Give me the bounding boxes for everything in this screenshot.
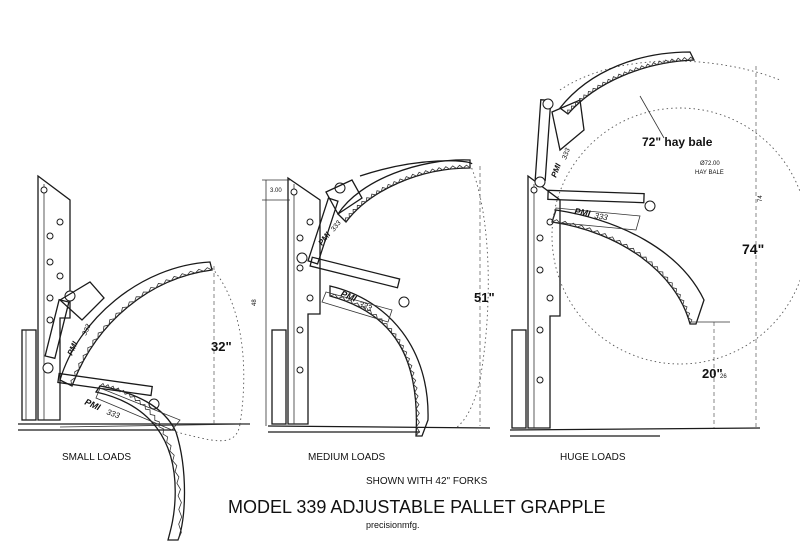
small-lower-tine-teeth [99, 382, 183, 541]
medium-small-dim-height: 48 [252, 299, 258, 306]
huge-lower-dimension: 20" [702, 366, 723, 381]
huge-upper-brand-mark: PMI [549, 162, 563, 179]
huge-total-dimension: 74" [742, 241, 764, 257]
huge-brand-mark: PMI [574, 206, 592, 219]
medium-loads-label: MEDIUM LOADS [308, 452, 386, 463]
hay-bale-note: HAY BALE [695, 170, 724, 176]
small-part-number: 333 [105, 407, 121, 420]
drawing-title: MODEL 339 ADJUSTABLE PALLET GRAPPLE [228, 497, 606, 517]
huge-lower-tine-teeth [551, 219, 693, 325]
small-loads-label: SMALL LOADS [62, 452, 131, 463]
huge-upper-tine-teeth [567, 56, 695, 115]
huge-upper-part-number: 333 [561, 147, 572, 160]
medium-small-dim-top: 3.00 [270, 188, 282, 194]
huge-part-number: 333 [594, 211, 609, 222]
huge-upper-tine-teeth-path [567, 56, 695, 115]
medium-lower-tine-teeth [329, 293, 420, 437]
small-tine-teeth [70, 267, 213, 387]
medium-lower-tine-teeth-path [329, 293, 420, 437]
huge-small-dim-lower: 26 [720, 374, 727, 380]
huge-loads-label: HUGE LOADS [560, 452, 626, 463]
hay-bale-callout: 72" hay bale [642, 135, 713, 149]
medium-loads-view: 3.00 48 51" PMI 333 PMI 333 MEDIUM LOADS [252, 159, 495, 463]
small-loads-view: 32" PMI 333 PMI 333 SMALL LOADS [18, 174, 251, 541]
huge-loads-view: 74" 20" 74 26 72" hay bale Ø72.00 HAY BA… [509, 51, 800, 463]
website-label: precisionmfg. [366, 520, 420, 530]
medium-tine-teeth-path [344, 164, 471, 223]
medium-dimension-label: 51" [474, 290, 495, 305]
medium-tine-teeth [344, 164, 471, 223]
huge-lower-tine-teeth-path [551, 219, 693, 325]
huge-small-dim-height: 74 [758, 195, 764, 202]
small-tine-teeth-path [70, 267, 213, 387]
forks-note: SHOWN WITH 42" FORKS [366, 476, 488, 487]
small-lower-tine-teeth-path [99, 382, 183, 541]
medium-upper-brand-mark: PMI [316, 230, 332, 247]
medium-upper-part-number: 333 [330, 220, 343, 234]
small-upper-part-number: 333 [81, 323, 92, 337]
small-dimension-label: 32" [211, 339, 232, 354]
hay-bale-diameter-note: Ø72.00 [700, 161, 720, 167]
